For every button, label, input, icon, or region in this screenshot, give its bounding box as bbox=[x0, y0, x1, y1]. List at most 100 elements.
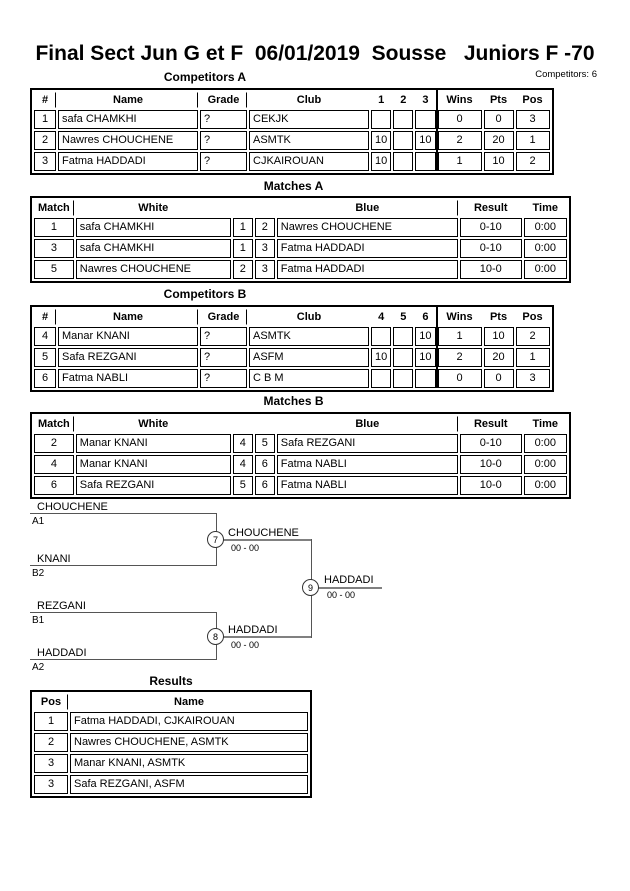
table-cell: Nawres CHOUCHENE bbox=[75, 260, 231, 279]
column-header: Wins bbox=[446, 311, 473, 323]
table-cell: ASMTK bbox=[249, 327, 369, 346]
table-cell: 3 bbox=[34, 152, 56, 171]
table-cell: 0:00 bbox=[523, 476, 567, 495]
column-header: Pts bbox=[489, 94, 508, 106]
table-cell: ASFM bbox=[249, 348, 369, 367]
bracket-line bbox=[217, 539, 312, 541]
competitors-a-title: Competitors A bbox=[163, 70, 247, 84]
table-cell: ? bbox=[200, 152, 247, 171]
column-header: 6 bbox=[422, 311, 429, 323]
table-cell: Nawres CHOUCHENE bbox=[58, 131, 198, 150]
table-cell: 10 bbox=[415, 131, 436, 150]
table-cell bbox=[371, 327, 392, 346]
table-cell: 3 bbox=[254, 239, 275, 258]
column-header: Pts bbox=[489, 311, 508, 323]
column-header: 1 bbox=[378, 94, 385, 106]
table-cell: 0-10 bbox=[459, 239, 522, 258]
table-cell: ? bbox=[200, 110, 247, 129]
table-cell: Fatma HADDADI bbox=[276, 260, 458, 279]
table-cell: 0:00 bbox=[523, 218, 567, 237]
table-cell: Manar KNANI bbox=[58, 327, 198, 346]
table-cell bbox=[393, 131, 414, 150]
table-cell: 2 bbox=[34, 733, 68, 752]
wins-divider-line-b bbox=[436, 305, 438, 388]
column-header: Club bbox=[296, 94, 322, 106]
table-cell: Manar KNANI, ASMTK bbox=[70, 754, 308, 773]
table-cell: 5 bbox=[34, 260, 74, 279]
bracket-sf1-score: 00 - 00 bbox=[231, 543, 260, 553]
table-cell: 0:00 bbox=[523, 239, 567, 258]
matches-a-title: Matches A bbox=[263, 179, 324, 193]
table-cell: 2 bbox=[437, 131, 482, 150]
column-header: Pos bbox=[522, 311, 543, 323]
table-cell: 5 bbox=[232, 476, 253, 495]
table-cell: 1 bbox=[232, 239, 253, 258]
page-title: Final Sect Jun G et F 06/01/2019 Sousse … bbox=[35, 42, 595, 65]
column-header: Pos bbox=[522, 94, 543, 106]
table-cell: 0:00 bbox=[523, 455, 567, 474]
table-cell: 10-0 bbox=[459, 476, 522, 495]
table-cell: 1 bbox=[34, 218, 74, 237]
bracket-sf1-top-seed: A1 bbox=[32, 516, 45, 527]
table-cell: 10 bbox=[371, 152, 392, 171]
table-cell bbox=[371, 110, 392, 129]
column-header: White bbox=[138, 418, 169, 430]
bracket-sf1-winner-name: CHOUCHENE bbox=[228, 527, 299, 539]
table-cell: 5 bbox=[254, 434, 275, 453]
table-cell: CEKJK bbox=[249, 110, 369, 129]
table-cell: 2 bbox=[254, 218, 275, 237]
table-cell: 2 bbox=[515, 327, 550, 346]
bracket-match-9-node: 9 bbox=[302, 579, 319, 596]
table-cell: 10-0 bbox=[459, 455, 522, 474]
column-header: White bbox=[138, 202, 169, 214]
column-header: Result bbox=[473, 418, 508, 430]
table-cell: ASMTK bbox=[249, 131, 369, 150]
wins-divider-line-a bbox=[436, 88, 438, 171]
column-header: 5 bbox=[400, 311, 407, 323]
table-cell bbox=[393, 152, 414, 171]
table-cell: Manar KNANI bbox=[75, 434, 231, 453]
table-cell: Safa REZGANI bbox=[75, 476, 231, 495]
bracket-line bbox=[30, 513, 217, 514]
bracket-line bbox=[217, 636, 312, 638]
bracket-line bbox=[30, 612, 217, 613]
table-cell: 10 bbox=[415, 327, 436, 346]
table-cell: 0-10 bbox=[459, 218, 522, 237]
table-cell: 10-0 bbox=[459, 260, 522, 279]
table-cell: C B M bbox=[249, 369, 369, 388]
table-cell: 5 bbox=[34, 348, 56, 367]
table-cell: 10 bbox=[371, 348, 392, 367]
table-cell: ? bbox=[200, 327, 247, 346]
table-cell: 1 bbox=[34, 712, 68, 731]
table-cell bbox=[393, 348, 414, 367]
table-cell: 3 bbox=[34, 775, 68, 794]
column-header: Result bbox=[473, 202, 508, 214]
table-cell: 6 bbox=[34, 369, 56, 388]
table-cell bbox=[393, 369, 414, 388]
table-cell: Safa REZGANI, ASFM bbox=[70, 775, 308, 794]
table-cell: safa CHAMKHI bbox=[75, 239, 231, 258]
bracket-sf2-bottom-name: HADDADI bbox=[37, 647, 87, 659]
bracket-sf1-bottom-name: KNANI bbox=[37, 553, 71, 565]
table-cell: 0:00 bbox=[523, 434, 567, 453]
table-cell: 1 bbox=[232, 218, 253, 237]
table-cell bbox=[393, 110, 414, 129]
bracket-sf2-bottom-seed: A2 bbox=[32, 662, 45, 673]
table-cell: 6 bbox=[254, 476, 275, 495]
bracket-line bbox=[30, 565, 217, 566]
column-header: Match bbox=[34, 416, 74, 432]
